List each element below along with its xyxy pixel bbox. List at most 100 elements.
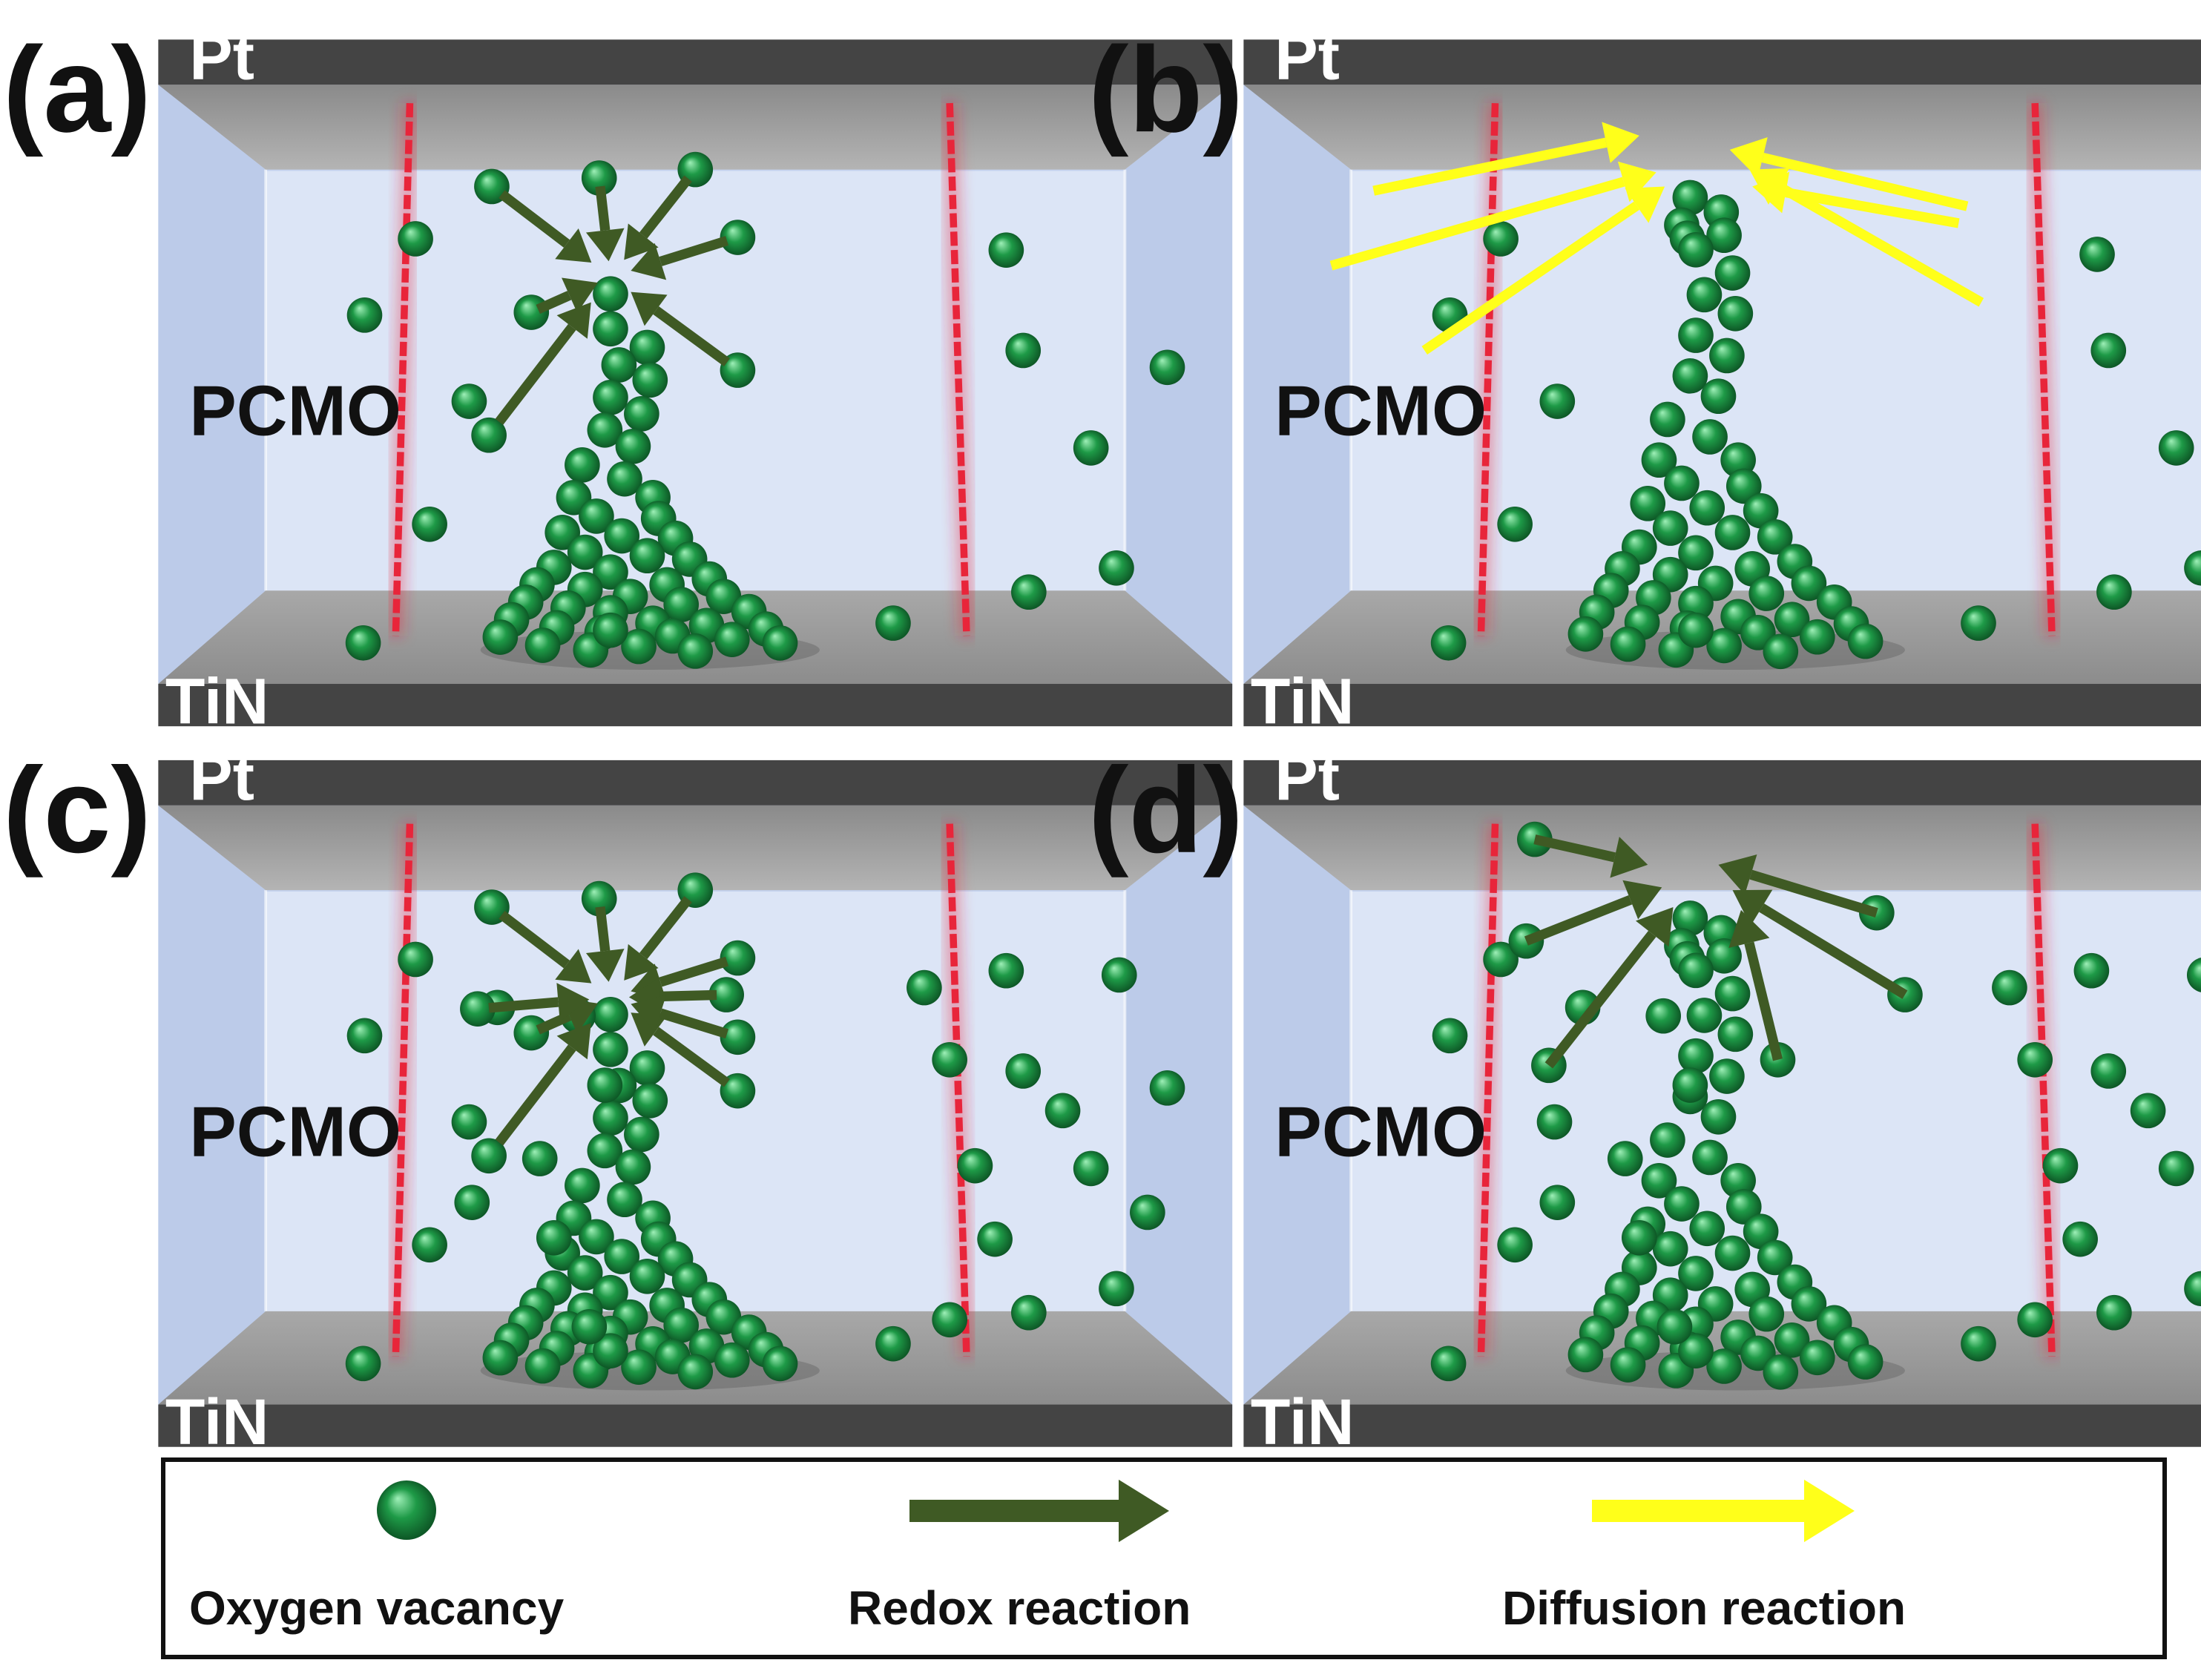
reacting-vacancy [471,417,507,453]
filament-vacancy [1706,217,1742,254]
filament-vacancy [587,1133,623,1169]
filament-vacancy [1686,277,1723,313]
filament-vacancy [1748,576,1785,611]
oxide-label: PCMO [1274,1093,1487,1171]
filament-vacancy [565,447,600,483]
filament-vacancy [1672,900,1708,936]
filament-vacancy [714,622,750,657]
redox-arrow [1533,834,1648,878]
filament-vacancy [624,396,659,432]
filament-vacancy [1567,616,1604,652]
filament-vacancy [1610,1347,1646,1383]
filament-tip-vacancy [593,276,628,312]
oxygen-vacancy [1678,612,1714,648]
filament-vacancy [1714,975,1751,1012]
legend-item-diffusion: Diffusion reaction [1502,1479,1906,1635]
filament-vacancy [524,627,561,663]
filament-vacancy [624,1116,659,1153]
conductive-filament [482,276,798,669]
reacting-vacancy [474,889,510,925]
scattered-vacancies [345,941,1185,1382]
filament-vacancy [1650,401,1685,438]
filament-vacancy [1652,1231,1688,1267]
grain-boundary-1 [392,823,414,1357]
oxygen-vacancy [1672,1067,1708,1103]
filament-vacancy [1800,619,1835,655]
filament-vacancy [1757,1239,1793,1276]
reaction-arrows [1508,821,1923,1084]
grain-boundary-2 [946,823,970,1357]
filament-vacancy [593,1274,628,1311]
grain-boundary-2 [2031,102,2056,636]
redox-arrow [585,185,625,262]
redox-arrow-shape [909,1479,1169,1543]
filament-vacancy [629,538,665,574]
top-electrode-edge [158,760,1233,806]
filament-vacancy [1717,295,1754,332]
redox-arrow [1732,889,1908,999]
oxygen-vacancy [1099,550,1134,586]
filament-vacancy [482,619,519,655]
top-electrode-label: Pt [1274,21,1340,93]
filament-vacancy [1650,1122,1685,1158]
filament-vacancy [1641,1162,1677,1199]
panel-label: (a) [3,22,151,157]
reacting-vacancy [720,220,756,255]
oxygen-vacancy [2130,1093,2166,1129]
filament-vacancy [1652,510,1688,546]
oxide-label: PCMO [189,372,401,451]
reaction-arrows [471,151,756,453]
filament-vacancy [1567,1337,1604,1373]
filament-vacancy [1692,1139,1728,1176]
top-electrode-face [1243,85,2201,170]
oxygen-vacancy [587,1067,623,1103]
oxygen-vacancy [1539,383,1576,419]
reacting-vacancy [720,1073,756,1109]
diffusion-arrow [1729,136,1969,211]
legend-item-redox: Redox reaction [848,1479,1191,1635]
oxygen-vacancy [1621,1219,1657,1256]
filament-vacancy [632,362,668,398]
filament-vacancy [1847,623,1883,659]
filament-vacancy [1763,1354,1799,1390]
grain-boundary-2 [946,102,970,636]
oxygen-vacancy [2079,237,2115,272]
filament-vacancy [1791,565,1827,602]
filament-vacancy [1774,1322,1810,1358]
oxygen-vacancy [345,625,381,661]
oxygen-vacancy [1539,1185,1576,1220]
oxygen-vacancy [1149,1070,1185,1106]
bottom-electrode-label: TiN [165,1386,269,1458]
filament-vacancy [1706,1348,1742,1384]
filament-vacancy [1725,468,1762,504]
oxygen-vacancy [398,941,433,978]
redox-arrow [631,995,728,1039]
oxygen-vacancy [2017,1041,2053,1078]
filament-vacancy [1748,1296,1785,1332]
filament-vacancy [1610,626,1646,662]
oxide-label: PCMO [1274,372,1487,451]
filament-vacancy [1791,1286,1827,1322]
filament-vacancy [663,1307,700,1343]
diffusion-arrow [1752,171,1960,228]
filament-vacancy [1847,1344,1883,1380]
redox-arrow [1544,907,1674,1069]
diffusion-arrow-icon [1592,1479,1855,1543]
top-electrode-label: Pt [1274,741,1340,814]
redox-arrow [624,175,692,260]
redox-arrow [1718,854,1878,918]
filament-vacancy [593,311,628,347]
reacting-vacancy [720,940,756,976]
oxygen-vacancy [1044,1093,1081,1129]
redox-arrow [631,1012,730,1087]
filament-vacancy [1706,938,1742,974]
reacting-vacancy [1859,895,1895,931]
oxygen-vacancy [1005,332,1042,369]
oxide-right-wall [1125,82,1233,690]
reacting-vacancy [708,977,744,1012]
oxygen-vacancy [346,297,383,333]
oxygen-vacancy [571,1308,608,1345]
filament-vacancy [1672,179,1708,216]
